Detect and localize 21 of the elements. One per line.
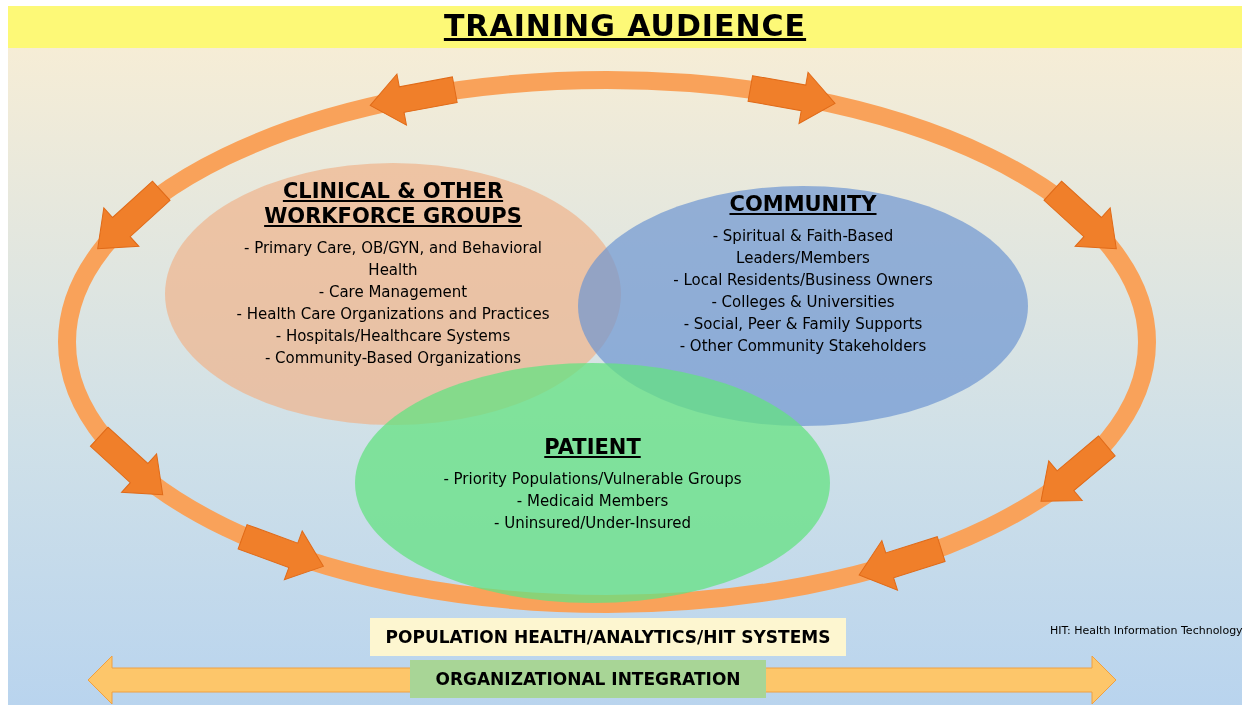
list-item: - Primary Care, OB/GYN, and Behavioral Health	[242, 238, 544, 281]
list-item: - Uninsured/Under-Insured	[493, 513, 692, 534]
title: TRAINING AUDIENCE	[443, 8, 807, 43]
list-item: - Local Residents/Business Owners	[672, 270, 934, 291]
note: HIT: Health Information Technology	[1050, 624, 1243, 637]
list-item: - Other Community Stakeholders	[678, 336, 928, 357]
label-box: POPULATION HEALTH/ANALYTICS/HIT SYSTEMS	[370, 618, 846, 656]
list-item: - Colleges & Universities	[710, 292, 896, 313]
list-item: - Spiritual & Faith-Based Leaders/Members	[711, 226, 895, 269]
list-item: - Social, Peer & Family Supports	[682, 314, 924, 335]
group-heading: PATIENT	[543, 435, 642, 460]
banner-label: ORGANIZATIONAL INTEGRATION	[410, 660, 766, 698]
double-arrow-banner	[88, 656, 1116, 704]
group-heading: CLINICAL & OTHER WORKFORCE GROUPS	[263, 179, 523, 229]
list-item: - Priority Populations/Vulnerable Groups	[442, 469, 743, 490]
list-item: - Health Care Organizations and Practices	[235, 304, 551, 325]
list-item: - Medicaid Members	[515, 491, 670, 512]
group-heading: COMMUNITY	[728, 192, 878, 217]
list-item: - Care Management	[317, 282, 469, 303]
list-item: - Community-Based Organizations	[263, 348, 523, 369]
list-item: - Hospitals/Healthcare Systems	[274, 326, 512, 347]
